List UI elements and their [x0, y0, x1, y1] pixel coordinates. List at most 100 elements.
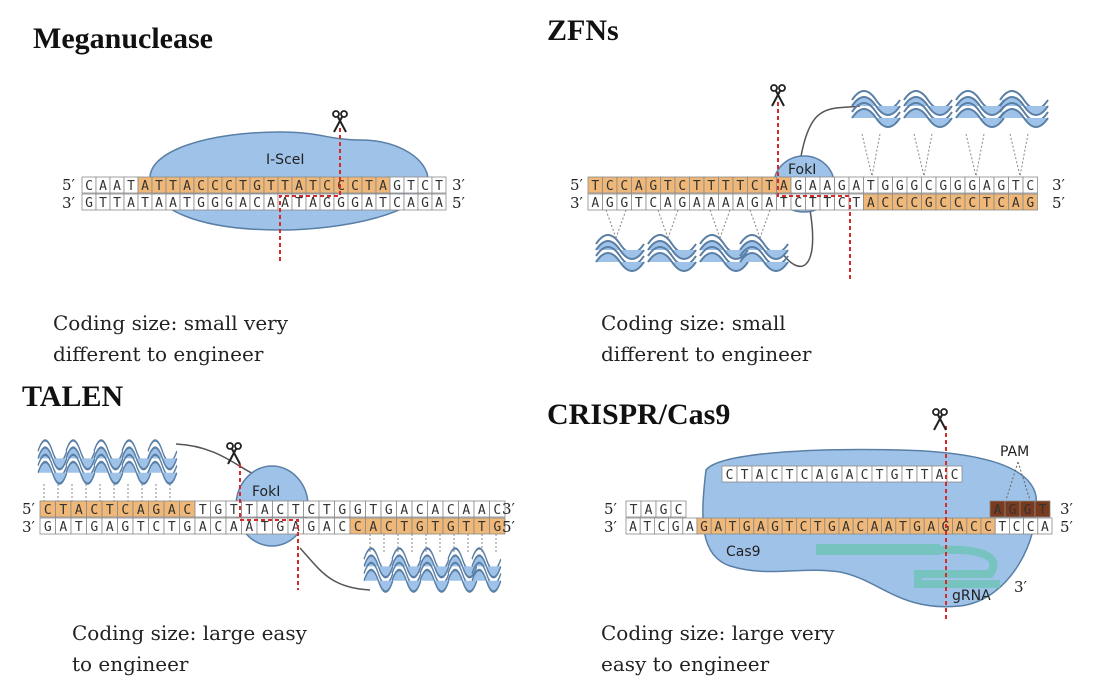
nucleotide-box	[431, 176, 447, 194]
nucleotide: A	[852, 179, 860, 194]
nucleotide: C	[447, 503, 455, 518]
mega-top-3prime: 3′	[452, 176, 466, 194]
alpha-helix-icon	[999, 90, 1049, 128]
nucleotide: A	[816, 468, 824, 483]
nucleotide: A	[292, 520, 300, 535]
nucleotide: G	[672, 520, 680, 535]
nucleotide: C	[225, 179, 233, 194]
nucleotide: T	[168, 520, 176, 535]
nucleotide: A	[127, 196, 135, 211]
nucleotide: G	[323, 196, 331, 211]
nucleotide: C	[416, 503, 424, 518]
zfns-caption: Coding size: small different to engineer	[601, 308, 811, 370]
nucleotide: T	[369, 503, 377, 518]
nucleotide: A	[141, 179, 149, 194]
nucleotide: G	[620, 196, 628, 211]
nucleotide: T	[295, 196, 303, 211]
talen-top-3prime: 3′	[502, 500, 516, 518]
nucleotide: G	[606, 196, 614, 211]
nucleotide: G	[997, 179, 1005, 194]
nucleotide: A	[693, 196, 701, 211]
nucleotide: C	[1026, 179, 1034, 194]
nucleotide: T	[765, 179, 773, 194]
talen-top-repeats	[36, 439, 179, 485]
i-scei-label: I-SceI	[266, 152, 305, 168]
nucleotide: A	[137, 503, 145, 518]
crispr-caption: Coding size: large very easy to engineer	[601, 618, 835, 680]
meganuclease-caption-line2: different to engineer	[53, 342, 264, 366]
nucleotide: C	[678, 179, 686, 194]
nucleotide: A	[199, 520, 207, 535]
nucleotide: C	[896, 196, 904, 211]
nucleotide: T	[379, 196, 387, 211]
nucleotide: A	[645, 503, 653, 518]
nucleotide: A	[379, 179, 387, 194]
nucleotide: A	[1041, 520, 1049, 535]
nucleotide: A	[462, 503, 470, 518]
zfn-cut-line	[777, 102, 851, 280]
nucleotide: A	[478, 503, 486, 518]
nucleotide: G	[416, 520, 424, 535]
nucleotide: A	[407, 196, 415, 211]
nucleotide: T	[281, 179, 289, 194]
nucleotide: G	[828, 520, 836, 535]
nucleotide: G	[421, 196, 429, 211]
nucleotide: A	[245, 520, 253, 535]
nucleotide: A	[867, 196, 875, 211]
zfn-bottom-5prime: 5′	[1052, 194, 1066, 212]
nucleotide: T	[137, 520, 145, 535]
nucleotide: G	[393, 179, 401, 194]
scissors-icon	[932, 408, 948, 431]
alpha-helix-icon	[903, 90, 953, 128]
nucleotide-box	[1037, 517, 1053, 535]
nucleotide: G	[925, 196, 933, 211]
nucleotide: C	[968, 196, 976, 211]
nucleotide: T	[183, 196, 191, 211]
talen-top-5prime: 5′	[22, 500, 36, 518]
nucleotide: G	[183, 520, 191, 535]
nucleotide: G	[214, 503, 222, 518]
nucleotide: A	[431, 503, 439, 518]
nucleotide: A	[780, 179, 788, 194]
zfn-bottom-3prime: 3′	[570, 194, 584, 212]
nucleotide: T	[431, 520, 439, 535]
nucleotide: T	[983, 196, 991, 211]
nucleotide: T	[722, 179, 730, 194]
nucleotide: C	[493, 503, 501, 518]
nucleotide: G	[838, 179, 846, 194]
crispr-bottom-5prime: 5′	[1060, 518, 1074, 536]
nucleotide: A	[765, 196, 773, 211]
crispr-cas9-title: CRISPR/Cas9	[547, 398, 731, 431]
nucleotide: C	[675, 503, 683, 518]
nucleotide: A	[323, 520, 331, 535]
nucleotide: T	[59, 503, 67, 518]
pam-pointer	[1005, 461, 1031, 501]
nucleotide: T	[729, 520, 737, 535]
nucleotide: T	[921, 468, 929, 483]
zfn-top-5prime: 5′	[570, 176, 584, 194]
nucleotide: A	[936, 468, 944, 483]
nucleotide: G	[337, 196, 345, 211]
alpha-helix-icon	[851, 90, 901, 128]
talen-caption-line1: Coding size: large easy	[72, 621, 307, 645]
nucleotide: A	[435, 196, 443, 211]
nucleotide: C	[954, 196, 962, 211]
nucleotide: T	[786, 468, 794, 483]
nucleotide-box	[1022, 176, 1038, 194]
nucleotide: T	[113, 196, 121, 211]
alpha-helix-icon	[647, 234, 697, 272]
nucleotide: A	[295, 179, 303, 194]
nucleotide: G	[743, 520, 751, 535]
nucleotide: A	[983, 179, 991, 194]
nucleotide: A	[629, 520, 637, 535]
nucleotide: C	[393, 196, 401, 211]
nucleotide: G	[338, 503, 346, 518]
crispr-bottom-strand: ATCGAGATGAGTCTGACAATGAGACCTCCA	[625, 517, 1053, 535]
nucleotide: A	[168, 503, 176, 518]
nucleotide: T	[141, 196, 149, 211]
alpha-helix-icon	[36, 439, 69, 485]
nucleotide: A	[369, 520, 377, 535]
